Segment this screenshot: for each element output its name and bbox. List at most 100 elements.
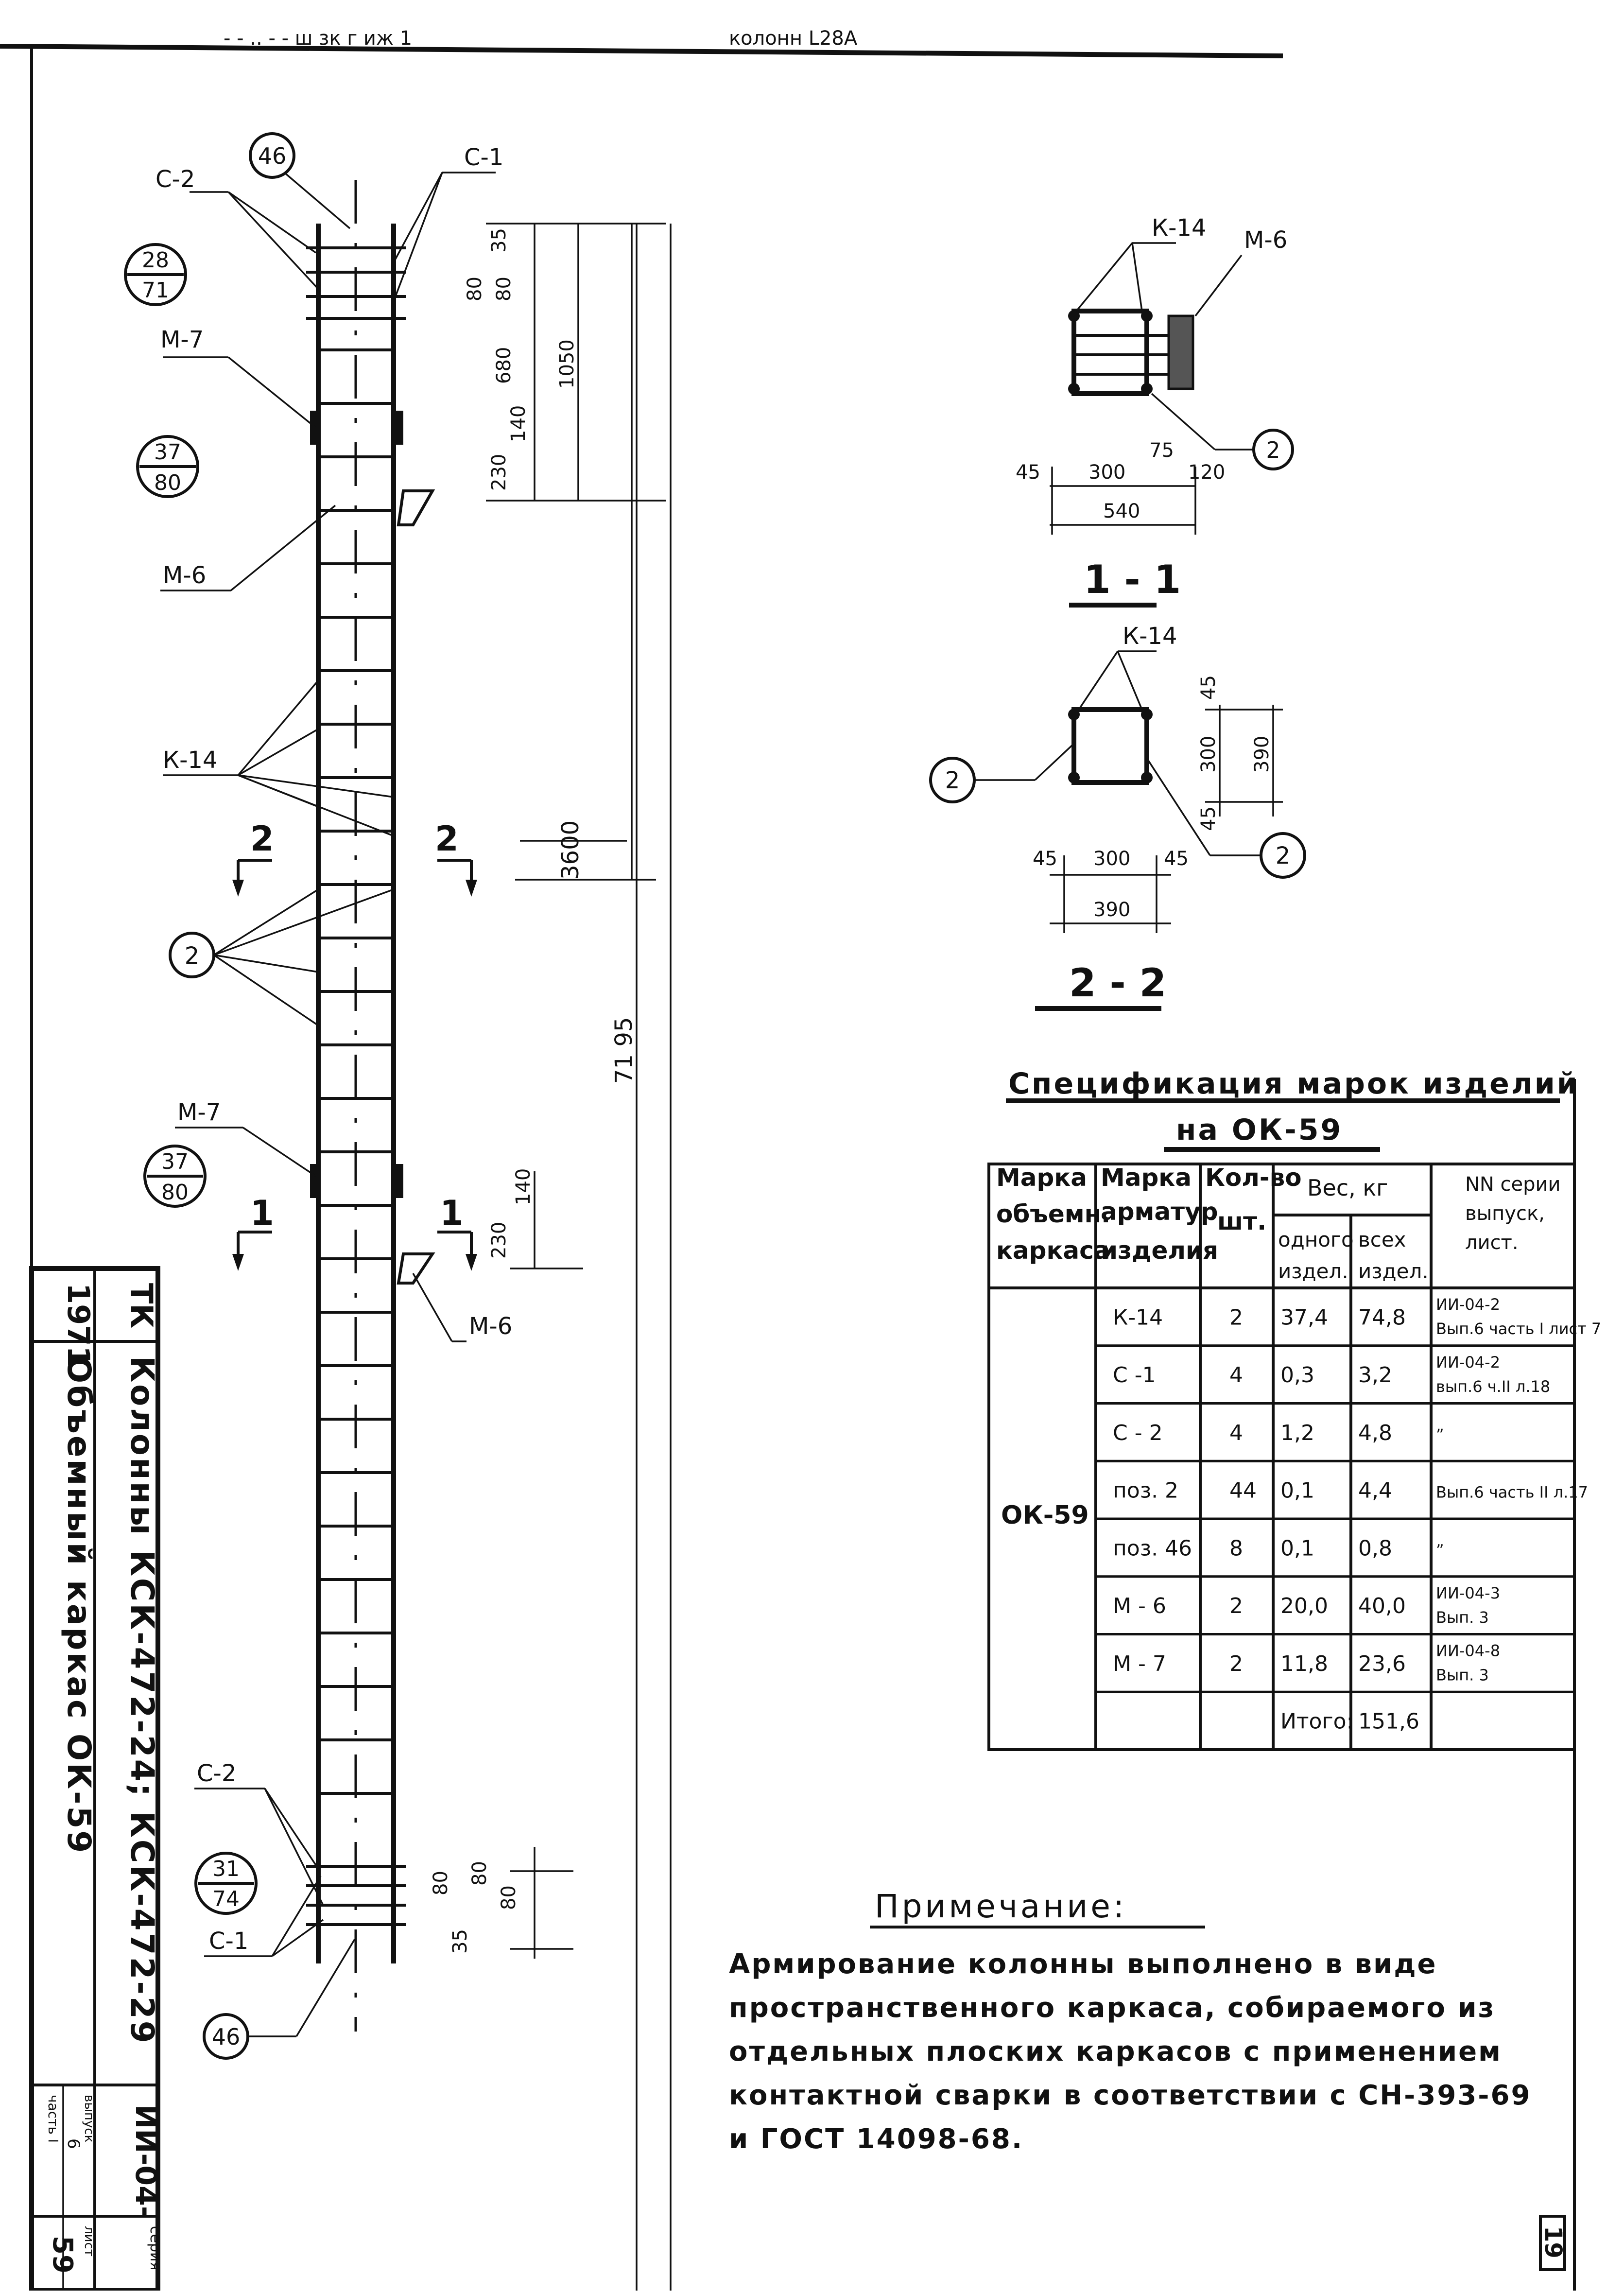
spec-cell-qty: 4: [1229, 1421, 1243, 1445]
svg-text:80: 80: [493, 277, 515, 301]
note-line-4: контактной сварки в соответствии с СН-39…: [729, 2080, 1531, 2111]
callout-46-top-text: 46: [258, 143, 287, 169]
svg-text:46: 46: [212, 2024, 241, 2050]
svg-text:NN серии: NN серии: [1465, 1173, 1561, 1196]
label-m7-top: М-7: [160, 326, 204, 353]
spec-cell-weight-one: 37,4: [1280, 1305, 1328, 1330]
note-line-5: и ГОСТ 14098-68.: [729, 2123, 1023, 2155]
spec-cell-ref: ИИ-04-8: [1436, 1642, 1500, 1660]
column-elevation: [306, 180, 435, 2032]
spec-cell-mark: М - 6: [1113, 1594, 1166, 1618]
svg-text:45: 45: [1197, 675, 1220, 700]
spec-cell-ref: Вып.6 часть I лист 7: [1436, 1320, 1601, 1338]
spec-cell-weight-all: 151,6: [1358, 1709, 1419, 1734]
spec-cell-mark: С -1: [1113, 1363, 1156, 1388]
svg-text:80: 80: [161, 1180, 189, 1205]
svg-text:6: 6: [64, 2138, 83, 2149]
stamp-line-2: Объемный каркас ОК-59: [60, 1356, 98, 1855]
svg-text:540: 540: [1103, 500, 1140, 522]
svg-text:80: 80: [154, 470, 181, 495]
svg-text:Кол-во: Кол-во: [1205, 1164, 1302, 1192]
svg-text:выпуск,: выпуск,: [1465, 1202, 1545, 1225]
spec-cell-ref: ”: [1436, 1425, 1444, 1444]
label-c2-top: С-2: [155, 166, 195, 193]
svg-text:издел.: издел.: [1358, 1259, 1429, 1283]
label-m7-bottom: М-7: [177, 1099, 221, 1126]
svg-text:изделия: изделия: [1101, 1236, 1218, 1265]
spec-cell-mark: С - 2: [1113, 1421, 1163, 1445]
spec-cell-ref: Вып. 3: [1436, 1608, 1489, 1627]
spec-cell-qty: 2: [1229, 1305, 1243, 1330]
spec-cell-weight-one: 0,1: [1280, 1536, 1314, 1561]
sec11-k14-label: К-14: [1152, 214, 1206, 242]
svg-text:80: 80: [464, 277, 486, 301]
spec-cell-weight-one: 11,8: [1280, 1651, 1328, 1676]
spec-cell-mark: поз. 46: [1113, 1536, 1192, 1561]
spec-cell-weight-all: 40,0: [1358, 1594, 1406, 1618]
stamp-series: ИИ-04-: [129, 2104, 163, 2218]
left-callouts: 46 С-2 С-1 28 71 М-7 37 80 М-6: [124, 132, 512, 2060]
m6-bracket-top: [397, 489, 435, 526]
svg-text:часть I: часть I: [45, 2095, 61, 2143]
svg-text:140: 140: [507, 405, 530, 442]
spec-cell-weight-one: 0,3: [1280, 1363, 1314, 1388]
stamp-tk: ТК: [124, 1283, 159, 1328]
svg-text:одного: одного: [1278, 1228, 1354, 1251]
svg-text:Марка: Марка: [996, 1164, 1087, 1192]
page-number-text: 19: [1539, 2226, 1567, 2258]
spec-subtitle: на ОК-59: [1176, 1113, 1343, 1147]
svg-text:выпуск: выпуск: [82, 2095, 96, 2142]
spec-cell-weight-all: 4,8: [1358, 1421, 1392, 1445]
bottom-mesh: [306, 1865, 406, 1926]
note-block: Примечание: Армирование колонны выполнен…: [729, 1888, 1531, 2155]
svg-text:объемн.: объемн.: [996, 1200, 1110, 1228]
svg-text:37: 37: [161, 1149, 189, 1174]
callout-31-74: 31 74: [194, 1852, 258, 1915]
svg-text:31: 31: [212, 1857, 240, 1881]
top-strip-text-a: - - .. - - ш зк г иж 1: [224, 27, 412, 50]
svg-text:арматур: арматур: [1101, 1198, 1218, 1226]
callout-37-80-bottom: 37 80: [143, 1145, 207, 1208]
svg-text:Вес, кг: Вес, кг: [1307, 1175, 1388, 1201]
callout-46-top: [249, 132, 295, 179]
spec-cell-weight-one: 1,2: [1280, 1421, 1314, 1445]
stamp-year: 1971: [61, 1283, 96, 1367]
label-c2-bottom: С-2: [197, 1760, 236, 1787]
svg-text:45: 45: [1033, 848, 1057, 870]
spec-cell-weight-all: 3,2: [1358, 1363, 1392, 1388]
sec22-k14-label: К-14: [1123, 623, 1177, 650]
svg-text:2: 2: [1276, 842, 1291, 869]
spec-cell-mark: К-14: [1113, 1305, 1163, 1330]
stamp-line-1: Колонны КСК-472-24; КСК-472-29: [123, 1356, 161, 2045]
elevation-dimensions: 35 80 80 680 1050 140 230 3600 71 95 140…: [430, 223, 672, 2293]
m6-bracket-bottom: [397, 1252, 435, 1285]
spec-cell-ref: вып.6 ч.II л.18: [1436, 1377, 1550, 1396]
label-k14: К-14: [163, 747, 217, 774]
note-line-1: Армирование колонны выполнено в виде: [729, 1948, 1437, 1980]
svg-text:1050: 1050: [556, 339, 578, 389]
spec-cell-weight-all: 23,6: [1358, 1651, 1406, 1676]
svg-text:680: 680: [493, 347, 515, 384]
m7-plate-bottom: [310, 1164, 321, 1198]
spec-table: Спецификация марок изделий на ОК-59 Марк…: [987, 1067, 1601, 2291]
spec-cell-qty: 2: [1229, 1594, 1243, 1618]
svg-text:2: 2: [1266, 437, 1280, 463]
spec-cell-ref: ИИ-04-2: [1436, 1295, 1500, 1314]
note-title: Примечание:: [875, 1888, 1127, 1925]
stamp-sheet: 59: [47, 2236, 78, 2274]
svg-text:300: 300: [1093, 848, 1130, 870]
svg-text:45: 45: [1197, 806, 1220, 831]
spec-cell-weight-all: 4,4: [1358, 1478, 1392, 1503]
svg-text:3600: 3600: [557, 820, 584, 880]
svg-text:лист.: лист.: [1465, 1232, 1519, 1254]
svg-text:каркаса: каркаса: [996, 1236, 1110, 1265]
spec-cell-ref: Вып. 3: [1436, 1666, 1489, 1685]
note-line-3: отдельных плоских каркасов с применением: [729, 2036, 1502, 2067]
label-c1-bottom: С-1: [209, 1928, 248, 1955]
svg-text:390: 390: [1251, 736, 1273, 773]
svg-text:80: 80: [468, 1861, 491, 1886]
svg-text:35: 35: [488, 228, 510, 253]
page-number: 19: [1539, 2215, 1567, 2271]
